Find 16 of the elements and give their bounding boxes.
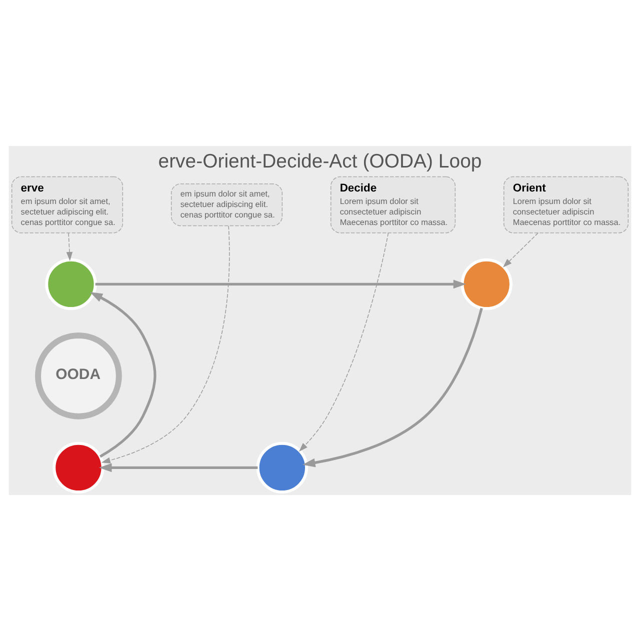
arrow bbox=[101, 225, 230, 463]
arrow bbox=[90, 292, 156, 458]
node-box: erve em ipsum dolor sit amet, sectetuer adipiscing elit. cenas porttitor congue sa. bbox=[11, 176, 124, 233]
arrow bbox=[298, 232, 389, 452]
diagram-title: erve-Orient-Decide-Act (OODA) Loop bbox=[158, 150, 482, 172]
arrow bbox=[302, 307, 483, 467]
arrow bbox=[95, 279, 466, 288]
node-circle bbox=[45, 258, 97, 310]
node-box: Decide Lorem ipsum dolor sit consectetuer adipiscin Maecenas porttitor co massa. bbox=[330, 176, 456, 233]
arrow bbox=[98, 462, 258, 472]
node-circle: OODA bbox=[35, 332, 122, 419]
arrow bbox=[502, 232, 538, 267]
node-box: Orient Lorem ipsum dolor sit consectetuer adipiscin Maecenas porttitor co massa. bbox=[503, 176, 629, 233]
node-circle bbox=[52, 441, 104, 493]
node-box: em ipsum dolor sit amet, sectetuer adipiscing elit. cenas porttitor congue sa. bbox=[170, 182, 283, 226]
arrow bbox=[66, 232, 73, 260]
